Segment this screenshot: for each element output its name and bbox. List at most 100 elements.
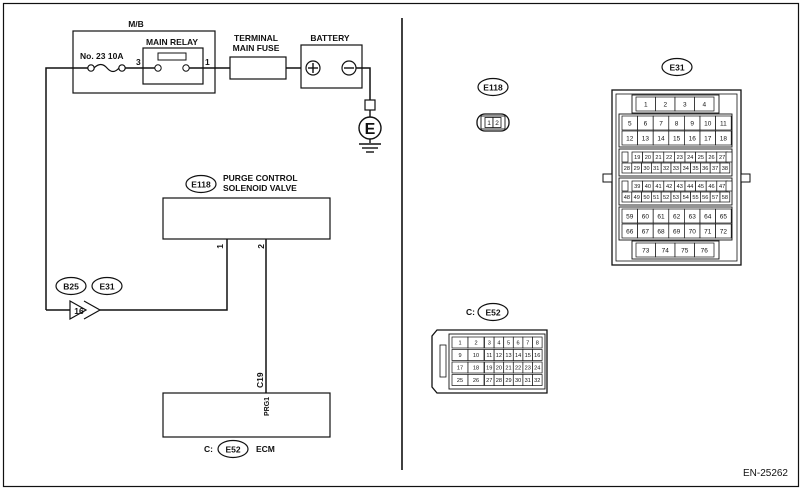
e31-cell-72 bbox=[715, 223, 732, 239]
joint-tag-b25 bbox=[55, 276, 87, 296]
e31-pin-2: 2 bbox=[663, 101, 667, 108]
fuse-label: No. 23 10A bbox=[80, 51, 123, 61]
joint-connector-arrow-right bbox=[83, 300, 102, 320]
ground-terminal bbox=[364, 99, 376, 111]
valve-pin-2: 2 bbox=[256, 244, 266, 249]
e31-pin-4: 4 bbox=[702, 101, 706, 108]
ecm-pin-label: C19 bbox=[255, 372, 265, 388]
relay-pin-3: 3 bbox=[136, 57, 141, 67]
relay-contact-1 bbox=[182, 64, 190, 72]
e31-pin-38: 38 bbox=[722, 166, 728, 172]
e31-row-bracket bbox=[621, 180, 629, 192]
e31-pin-45: 45 bbox=[698, 184, 704, 190]
ecm-connector-tag bbox=[217, 439, 249, 459]
e31-pin-67: 67 bbox=[642, 228, 650, 235]
e52-pin-4: 4 bbox=[497, 341, 500, 347]
e31-pin-10: 10 bbox=[704, 120, 712, 127]
e52-pin-8: 8 bbox=[536, 341, 539, 347]
e52-pin-15: 15 bbox=[525, 353, 531, 359]
main-relay-label: MAIN RELAY bbox=[146, 37, 198, 47]
e52-pin-14: 14 bbox=[515, 353, 521, 359]
e31-pin-72: 72 bbox=[720, 228, 728, 235]
e31-pin-3: 3 bbox=[683, 101, 687, 108]
e31-pin-64: 64 bbox=[704, 213, 712, 220]
e52-key bbox=[439, 344, 447, 378]
e52-pin-22: 22 bbox=[515, 366, 521, 372]
e52-pin-13: 13 bbox=[505, 353, 511, 359]
e31-pin-44: 44 bbox=[687, 184, 693, 190]
e31-pin-25: 25 bbox=[698, 155, 704, 161]
e31-latch-left bbox=[602, 173, 613, 183]
e31-pin-53: 53 bbox=[673, 195, 679, 201]
e31-row-bracket bbox=[621, 151, 629, 163]
e31-pin-48: 48 bbox=[624, 195, 630, 201]
e31-pin-32: 32 bbox=[663, 166, 669, 172]
ecm-connector-label: E52 bbox=[225, 445, 240, 455]
e52-pin-19: 19 bbox=[486, 366, 492, 372]
e31-pin-39: 39 bbox=[634, 184, 640, 190]
e31-pin-74: 74 bbox=[662, 247, 670, 254]
e31-pin-30: 30 bbox=[643, 166, 649, 172]
e31-pin-33: 33 bbox=[673, 166, 679, 172]
e31-pin-29: 29 bbox=[634, 166, 640, 172]
e31-pin-11: 11 bbox=[720, 120, 727, 127]
e31-pin-7: 7 bbox=[659, 120, 663, 127]
terminal-main-fuse bbox=[229, 56, 287, 80]
valve-name-2: SOLENOID VALVE bbox=[223, 183, 297, 193]
e31-pin-9: 9 bbox=[690, 120, 694, 127]
e52-pin-20: 20 bbox=[496, 366, 502, 372]
joint-tag-e31 bbox=[91, 276, 123, 296]
e31-pin-47: 47 bbox=[719, 184, 725, 190]
e31-pin-8: 8 bbox=[675, 120, 679, 127]
valve-pin-1: 1 bbox=[215, 244, 225, 249]
e31-pin-43: 43 bbox=[677, 184, 683, 190]
e31-row-bracket bbox=[725, 180, 733, 192]
terminal-main-fuse-label-2: MAIN FUSE bbox=[233, 43, 280, 53]
valve-connector-label: E118 bbox=[191, 180, 211, 190]
e31-pin-37: 37 bbox=[712, 166, 718, 172]
relay-contact-3 bbox=[154, 64, 162, 72]
e31-cell-65 bbox=[715, 208, 732, 224]
e31-pin-12: 12 bbox=[626, 135, 634, 142]
e52-pin-24: 24 bbox=[534, 366, 540, 372]
e118-title: E118 bbox=[483, 83, 503, 93]
e31-pin-46: 46 bbox=[708, 184, 714, 190]
ecm-name: ECM bbox=[256, 444, 275, 454]
fuse-terminal-right bbox=[118, 64, 126, 72]
ecm-box bbox=[162, 392, 331, 438]
e52-pin-31: 31 bbox=[525, 378, 531, 384]
relay-coil bbox=[157, 52, 187, 61]
e31-pin-14: 14 bbox=[657, 135, 665, 142]
e31-cell-18 bbox=[715, 130, 732, 146]
e31-cell-11 bbox=[715, 115, 732, 131]
e52-pin-9: 9 bbox=[458, 353, 461, 359]
e31-pin-73: 73 bbox=[642, 247, 650, 254]
e31-cell-76 bbox=[694, 242, 715, 258]
e31-pin-65: 65 bbox=[720, 213, 728, 220]
e52-pin-7: 7 bbox=[526, 341, 529, 347]
ecm-prefix: C: bbox=[204, 444, 213, 454]
e31-pin-31: 31 bbox=[653, 166, 659, 172]
e118-pin-2 bbox=[492, 117, 502, 128]
e31-pin-75: 75 bbox=[681, 247, 689, 254]
e52-pin-25: 25 bbox=[457, 378, 463, 384]
e52-title: E52 bbox=[485, 308, 500, 318]
e31-pin-23: 23 bbox=[677, 155, 683, 161]
e31-row-bracket bbox=[725, 151, 733, 163]
e31-pin-76: 76 bbox=[701, 247, 709, 254]
e31-pin-16: 16 bbox=[689, 135, 697, 142]
e52-pin-18: 18 bbox=[473, 366, 479, 372]
e52-pin-5: 5 bbox=[507, 341, 510, 347]
e31-pin-34: 34 bbox=[683, 166, 689, 172]
e31-cell-4 bbox=[694, 96, 715, 112]
e52-title-tag bbox=[477, 302, 509, 322]
e31-pin-20: 20 bbox=[645, 155, 651, 161]
e31-cell-58 bbox=[719, 191, 731, 203]
e31-pin-22: 22 bbox=[666, 155, 672, 161]
e31-pin-68: 68 bbox=[657, 228, 665, 235]
e31-latch-right bbox=[740, 173, 751, 183]
e31-pin-58: 58 bbox=[722, 195, 728, 201]
